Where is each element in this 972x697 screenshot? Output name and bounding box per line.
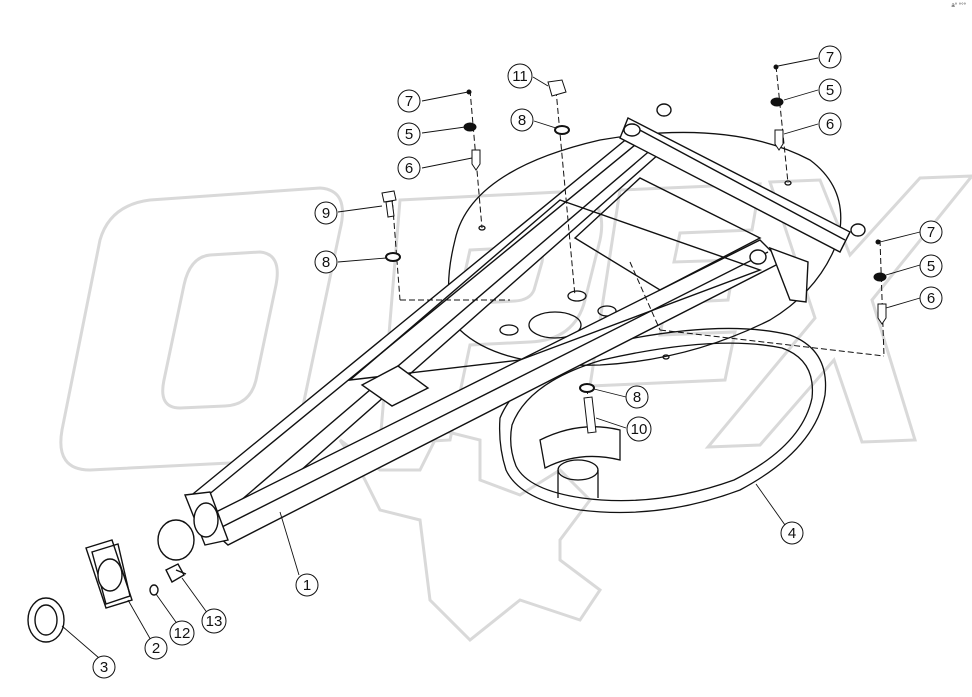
callout-label: 6 [405, 160, 413, 177]
callout-label: 1 [303, 577, 311, 594]
callout-label: 5 [927, 258, 935, 275]
callout-6-top-right: 6 [818, 112, 842, 136]
callout-label: 6 [927, 290, 935, 307]
callout-label: 5 [826, 82, 834, 99]
callout-label: 8 [518, 112, 526, 129]
callout-5-right: 5 [919, 254, 943, 278]
callout-9: 9 [314, 201, 338, 225]
callout-5-top-right: 5 [818, 78, 842, 102]
callout-label: 13 [206, 613, 223, 630]
callout-11: 11 [507, 63, 533, 89]
callout-8-left: 8 [314, 250, 338, 274]
callout-label: 12 [174, 625, 191, 642]
leader-lines [61, 57, 921, 659]
callout-1: 1 [295, 573, 319, 597]
callout-5-left: 5 [397, 122, 421, 146]
callout-label: 5 [405, 126, 413, 143]
callout-7-left: 7 [397, 89, 421, 113]
callout-10: 10 [626, 416, 652, 442]
callout-label: 3 [100, 659, 108, 676]
callout-label: 7 [826, 49, 834, 66]
callout-label: 6 [826, 116, 834, 133]
callout-label: 9 [322, 205, 330, 222]
callout-6-left: 6 [397, 156, 421, 180]
callout-label: 8 [633, 389, 641, 406]
callout-7-top-right: 7 [818, 45, 842, 69]
corner-tag: a° °°° [951, 3, 966, 9]
callout-label: 8 [322, 254, 330, 271]
callout-label: 2 [152, 640, 160, 657]
callout-6-right: 6 [919, 286, 943, 310]
callout-7-right: 7 [919, 220, 943, 244]
hardware-axes [391, 65, 885, 421]
bearing-parts [27, 539, 187, 643]
callout-12: 12 [169, 620, 195, 646]
callout-8-top: 8 [510, 108, 534, 132]
callout-label: 7 [927, 224, 935, 241]
callout-2: 2 [144, 636, 168, 660]
callout-label: 4 [788, 525, 796, 542]
callout-label: 10 [631, 421, 648, 438]
a-frame-beam [157, 103, 866, 561]
callout-label: 7 [405, 93, 413, 110]
callout-8-bottom: 8 [625, 385, 649, 409]
callout-13: 13 [201, 608, 227, 634]
callout-3: 3 [92, 655, 116, 679]
callout-4: 4 [780, 521, 804, 545]
callout-label: 11 [512, 68, 528, 85]
callouts: 1 2 3 4 5 5 5 6 6 6 7 7 7 8 8 8 9 10 11 … [92, 45, 943, 679]
hardware-parts [381, 64, 887, 434]
